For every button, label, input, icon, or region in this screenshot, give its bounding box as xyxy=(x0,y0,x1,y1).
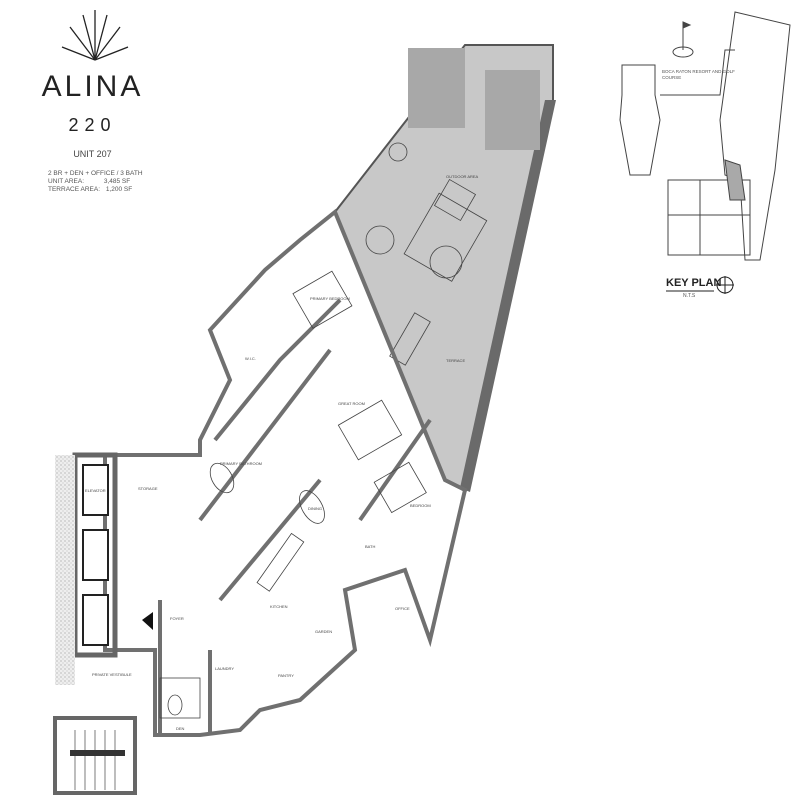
terrace-area-value: 1,200 SF xyxy=(105,186,133,193)
room-label-primary-bathroom: PRIMARY BATHROOM xyxy=(220,461,262,466)
room-label-primary-bedroom: PRIMARY BEDROOM xyxy=(310,296,350,301)
room-label-wic: W.I.C. xyxy=(245,356,256,361)
room-label-bath: BATH xyxy=(365,544,375,549)
key-plan-title: KEY PLAN xyxy=(666,277,722,289)
key-plan-landmark: BOCA RATON RESORT AND GOLF COURSE xyxy=(662,69,735,80)
outdoor-block-left xyxy=(408,48,465,128)
brand-name: ALINA xyxy=(41,70,144,103)
terrace-furniture xyxy=(365,142,488,366)
room-label-kitchen: KITCHEN xyxy=(270,604,288,609)
room-label-dining: DINING xyxy=(308,506,322,511)
terrace-edge-strip xyxy=(460,100,556,492)
key-plan-scale: N.T.S xyxy=(683,293,696,299)
room-label-great-room: GREAT ROOM xyxy=(338,401,365,406)
unit-area-value: 3,485 SF xyxy=(103,178,131,185)
terrace-area: TERRACE AREA: 1,200 SF xyxy=(48,186,132,193)
entry-arrow-icon xyxy=(142,612,153,630)
room-label-elevator: ELEVATOR xyxy=(85,488,106,493)
outdoor-block-right xyxy=(485,70,540,150)
building-number: 220 xyxy=(68,115,117,135)
unit-type: 2 BR + DEN + OFFICE / 3 BATH xyxy=(48,170,143,177)
room-label-garden: GARDEN xyxy=(315,629,332,634)
room-label-vestibule: PRIVATE VESTIBULE xyxy=(92,672,132,677)
key-plan xyxy=(619,11,791,261)
brand-logo-icon xyxy=(61,10,129,61)
room-label-terrace: TERRACE xyxy=(446,358,465,363)
room-label-bedroom: BEDROOM xyxy=(410,503,431,508)
room-label-office: OFFICE xyxy=(395,606,410,611)
terrace-area-label: TERRACE AREA: xyxy=(48,186,101,193)
key-plan-unit-highlight xyxy=(724,159,746,201)
north-arrow-icon xyxy=(716,276,734,294)
room-labels: PRIMARY BEDROOM GREAT ROOM PRIMARY BATHR… xyxy=(92,296,431,731)
room-label-outdoor: OUTDOOR AREA xyxy=(446,174,479,179)
unit-area: UNIT AREA: 3,485 SF xyxy=(48,178,130,185)
unit-area-label: UNIT AREA: xyxy=(48,178,85,185)
room-label-den: DEN xyxy=(176,726,185,731)
exterior-hatch xyxy=(55,455,75,685)
elevator-1 xyxy=(82,464,109,516)
room-label-pantry: PANTRY xyxy=(278,673,294,678)
unit-title: UNIT 207 xyxy=(73,149,112,159)
room-label-foyer: FOYER xyxy=(170,616,184,621)
elevator-3 xyxy=(82,594,109,646)
room-label-storage: STORAGE xyxy=(138,486,158,491)
elevator-2 xyxy=(82,529,109,581)
room-label-laundry: LAUNDRY xyxy=(215,666,234,671)
interior-furniture xyxy=(159,270,427,719)
